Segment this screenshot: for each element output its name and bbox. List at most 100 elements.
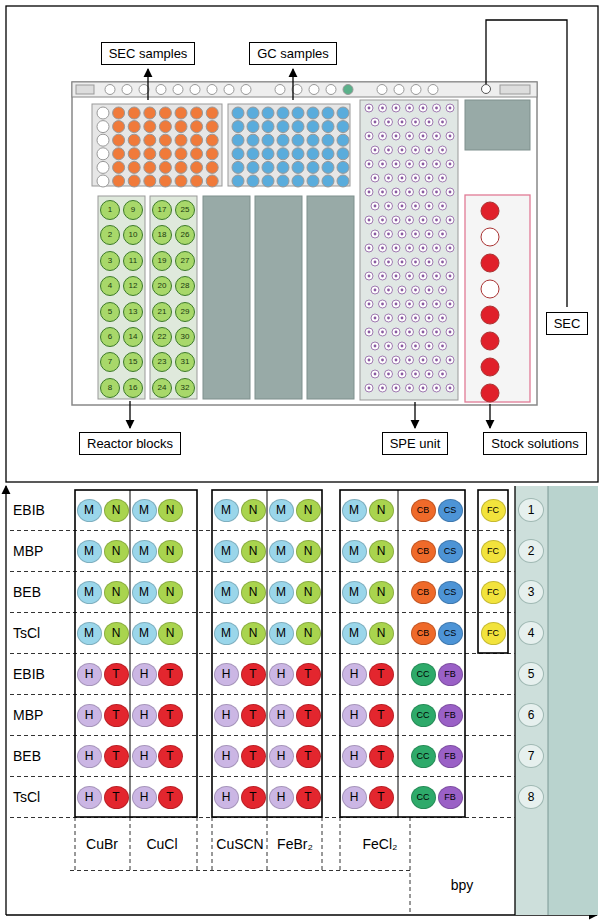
- reagent-circle: H: [77, 663, 102, 686]
- node-text: H: [350, 668, 359, 680]
- spe-well: [412, 202, 420, 210]
- node-text: T: [249, 709, 256, 721]
- node-text: M: [84, 586, 94, 598]
- spe-well: [398, 286, 406, 294]
- sec-vial: [159, 107, 171, 119]
- reagent-circle: M: [269, 540, 294, 563]
- reagent-circle: CB: [411, 499, 436, 522]
- reagent-circle: N: [158, 499, 183, 522]
- reactor-vial: 12: [123, 276, 143, 296]
- spe-well: [379, 216, 387, 224]
- reagent-circle: T: [241, 663, 266, 686]
- reagent-circle: N: [241, 622, 266, 645]
- reagent-circle: M: [132, 540, 157, 563]
- reagent-circle: N: [241, 499, 266, 522]
- spe-well: [446, 216, 454, 224]
- node-text: N: [249, 545, 258, 557]
- row-number: 7: [518, 744, 544, 768]
- reagent-circle: M: [214, 540, 239, 563]
- spe-well: [365, 244, 373, 252]
- node-text: CB: [417, 506, 430, 515]
- spe-well: [433, 384, 441, 392]
- rail-port: [275, 85, 285, 95]
- gc-vial: [307, 175, 319, 187]
- node-text: N: [166, 627, 175, 639]
- node-text: M: [221, 545, 231, 557]
- spe-well: [406, 356, 414, 364]
- node-text: 5: [108, 308, 112, 316]
- sec-vial: [144, 121, 156, 133]
- spe-well: [385, 314, 393, 322]
- spe-well: [365, 216, 373, 224]
- sec-vial: [97, 175, 109, 187]
- reagent-circle: H: [269, 745, 294, 768]
- node-text: 7: [528, 750, 535, 762]
- sec-vial: [144, 107, 156, 119]
- node-text: CC: [417, 711, 430, 720]
- deck-rail: [72, 82, 537, 97]
- rail-port: [156, 85, 166, 95]
- gc-vial: [277, 121, 289, 133]
- reagent-circle: N: [104, 540, 129, 563]
- node-text: H: [140, 791, 149, 803]
- rail-port: [224, 85, 234, 95]
- gc-vial: [337, 175, 349, 187]
- node-text: M: [349, 545, 359, 557]
- reactor-vial: 19: [152, 251, 172, 271]
- spe-well: [412, 146, 420, 154]
- spe-well: [419, 244, 427, 252]
- spe-well: [392, 160, 400, 168]
- reagent-circle: N: [369, 581, 394, 604]
- reactor-vial: 5: [100, 302, 120, 322]
- node-text: 8: [528, 791, 535, 803]
- gc-vial: [307, 161, 319, 173]
- reagent-circle: T: [296, 745, 321, 768]
- reagent-circle: H: [77, 745, 102, 768]
- node-text: CS: [444, 547, 457, 556]
- node-text: H: [222, 791, 231, 803]
- node-text: N: [112, 627, 121, 639]
- reagent-circle: M: [77, 499, 102, 522]
- row-number: 8: [518, 785, 544, 809]
- node-text: 1: [108, 206, 112, 214]
- reagent-circle: FB: [438, 786, 463, 809]
- spe-well: [433, 188, 441, 196]
- row-label: BEB: [13, 585, 41, 599]
- reactor-vial: 25: [175, 200, 195, 220]
- node-text: H: [350, 750, 359, 762]
- side-panel: [548, 486, 598, 915]
- gc-vial: [262, 175, 274, 187]
- node-text: 22: [158, 333, 167, 341]
- node-text: CB: [417, 588, 430, 597]
- spe-well: [398, 174, 406, 182]
- sec-vial: [191, 148, 203, 160]
- gc-vial: [292, 134, 304, 146]
- sec-vial: [113, 161, 125, 173]
- spe-well: [425, 146, 433, 154]
- reagent-circle: N: [296, 622, 321, 645]
- spe-well: [371, 118, 379, 126]
- node-text: T: [304, 791, 311, 803]
- node-text: T: [249, 750, 256, 762]
- spe-well: [412, 286, 420, 294]
- node-text: T: [112, 791, 119, 803]
- spe-well: [392, 328, 400, 336]
- row-number: 3: [518, 580, 544, 604]
- spe-well: [365, 356, 373, 364]
- node-text: FB: [444, 711, 456, 720]
- node-text: SPE unit: [390, 437, 441, 450]
- node-text: N: [377, 504, 386, 516]
- sec-vial: [175, 161, 187, 173]
- spe-well: [392, 104, 400, 112]
- spe-well: [398, 258, 406, 266]
- spe-well: [406, 328, 414, 336]
- row-label: TsCl: [13, 790, 40, 804]
- node-text: 6: [528, 709, 535, 721]
- reagent-circle: FB: [438, 704, 463, 727]
- reagent-circle: FC: [481, 499, 506, 522]
- rail-port: [411, 85, 421, 95]
- rail-port: [105, 85, 115, 95]
- callout-box: SEC: [546, 312, 589, 335]
- gc-vial: [307, 148, 319, 160]
- spe-well: [365, 188, 373, 196]
